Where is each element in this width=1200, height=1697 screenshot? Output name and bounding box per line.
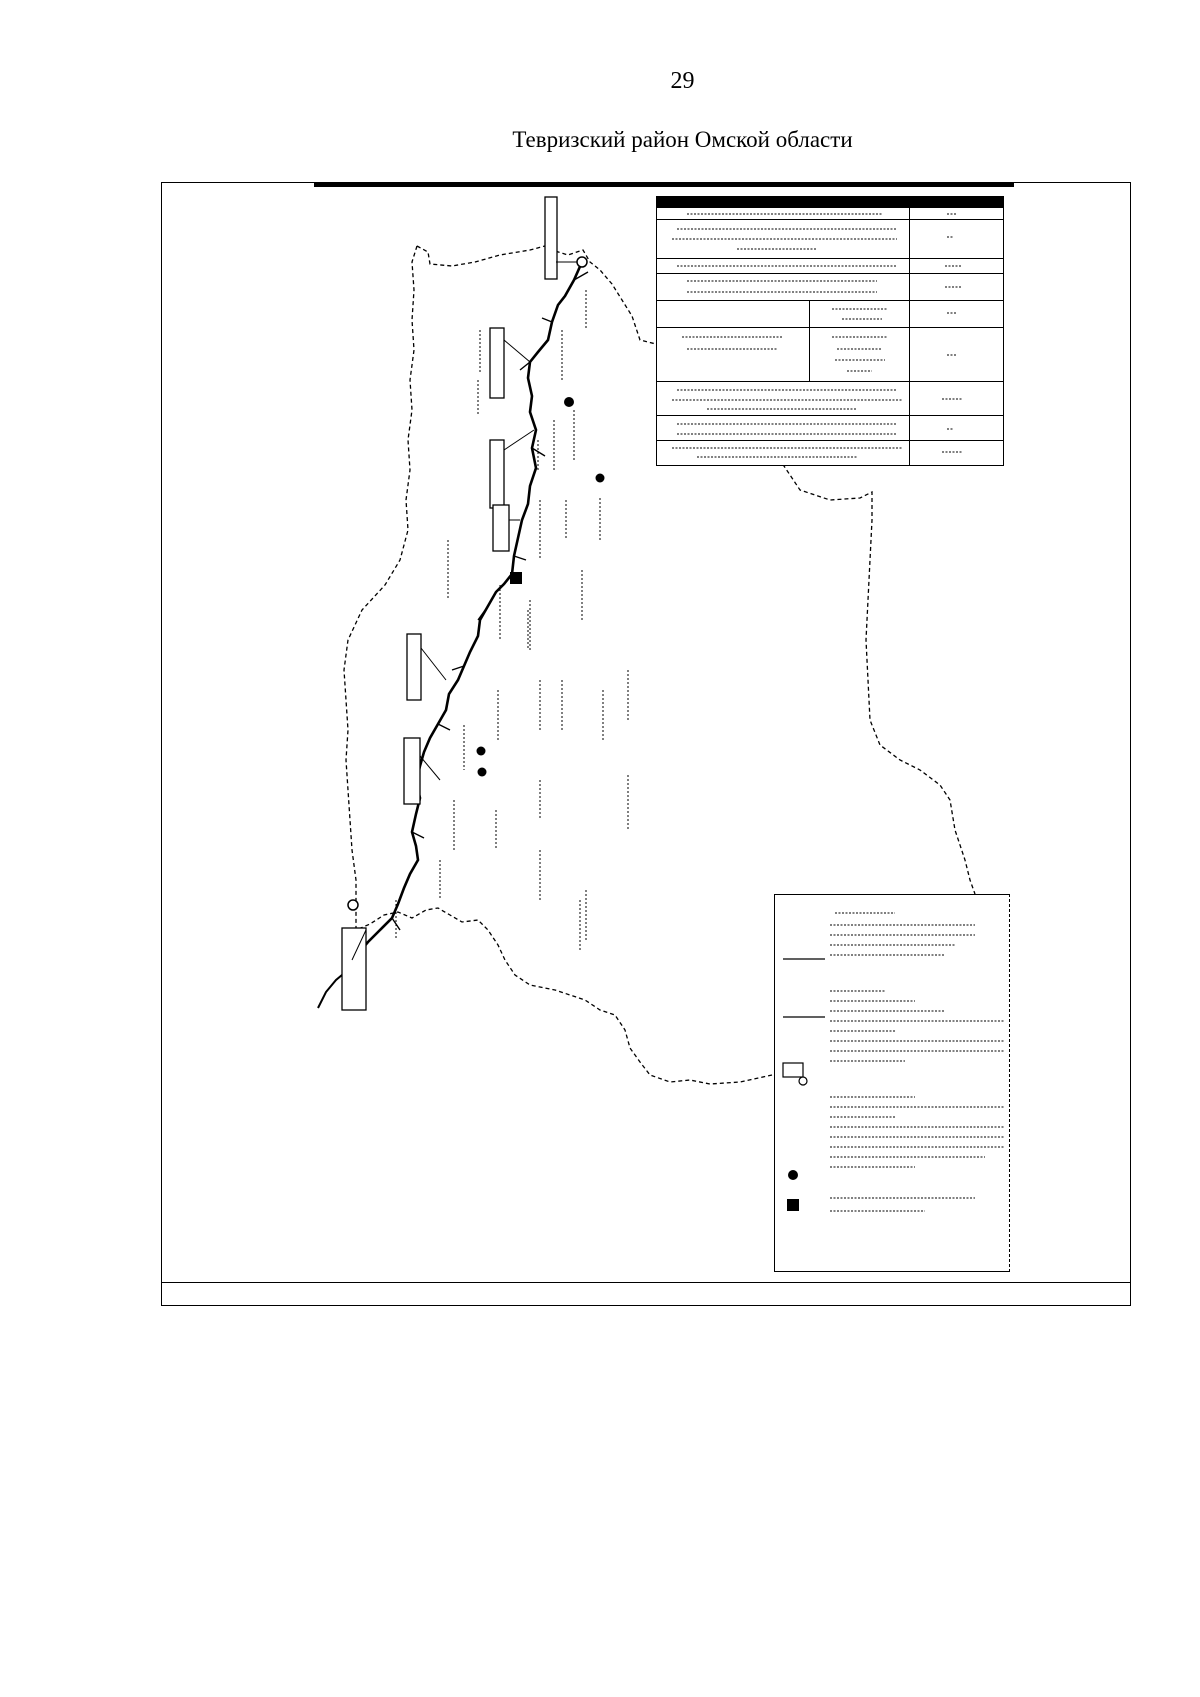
tributaries xyxy=(359,271,589,951)
frame-footer-divider xyxy=(162,1282,1130,1283)
legend-route-box-icon xyxy=(782,1062,804,1078)
statistics-table-header xyxy=(657,197,1003,208)
settlement-dot-3 xyxy=(476,746,486,756)
page-number: 29 xyxy=(670,68,695,94)
settlement-dot-2 xyxy=(595,473,605,483)
map-legend xyxy=(774,894,1010,1272)
map-frame xyxy=(161,182,1131,1306)
legend-content xyxy=(782,912,1005,1212)
settlement-dot-1 xyxy=(564,397,574,407)
settlement-dot-4 xyxy=(477,767,487,777)
route-box-3 xyxy=(492,504,510,552)
river-line xyxy=(346,261,584,971)
route-label-boxes xyxy=(341,196,558,1011)
district-boundary-west xyxy=(343,245,418,930)
page-title: Тевризский район Омской области xyxy=(512,127,853,152)
district-center-square xyxy=(510,572,522,584)
route-box-5 xyxy=(403,737,421,805)
frame-top-rule xyxy=(314,183,1014,187)
terminal-ring-south xyxy=(347,899,359,911)
route-box-leaders xyxy=(351,261,580,961)
district-boundary-south xyxy=(355,907,773,1085)
route-box-1 xyxy=(489,327,505,399)
route-box-south xyxy=(341,927,367,1011)
route-box-2 xyxy=(489,439,505,509)
statistics-table-blurred-text xyxy=(672,213,962,458)
legend-ring-icon xyxy=(798,1076,808,1086)
legend-dot-icon xyxy=(788,1170,798,1180)
route-box-4 xyxy=(406,633,422,701)
legend-square-icon xyxy=(787,1199,799,1211)
settlement-labels xyxy=(395,290,629,950)
route-box-north xyxy=(544,196,558,280)
statistics-table xyxy=(656,196,1004,466)
terminal-ring-north xyxy=(576,256,588,268)
